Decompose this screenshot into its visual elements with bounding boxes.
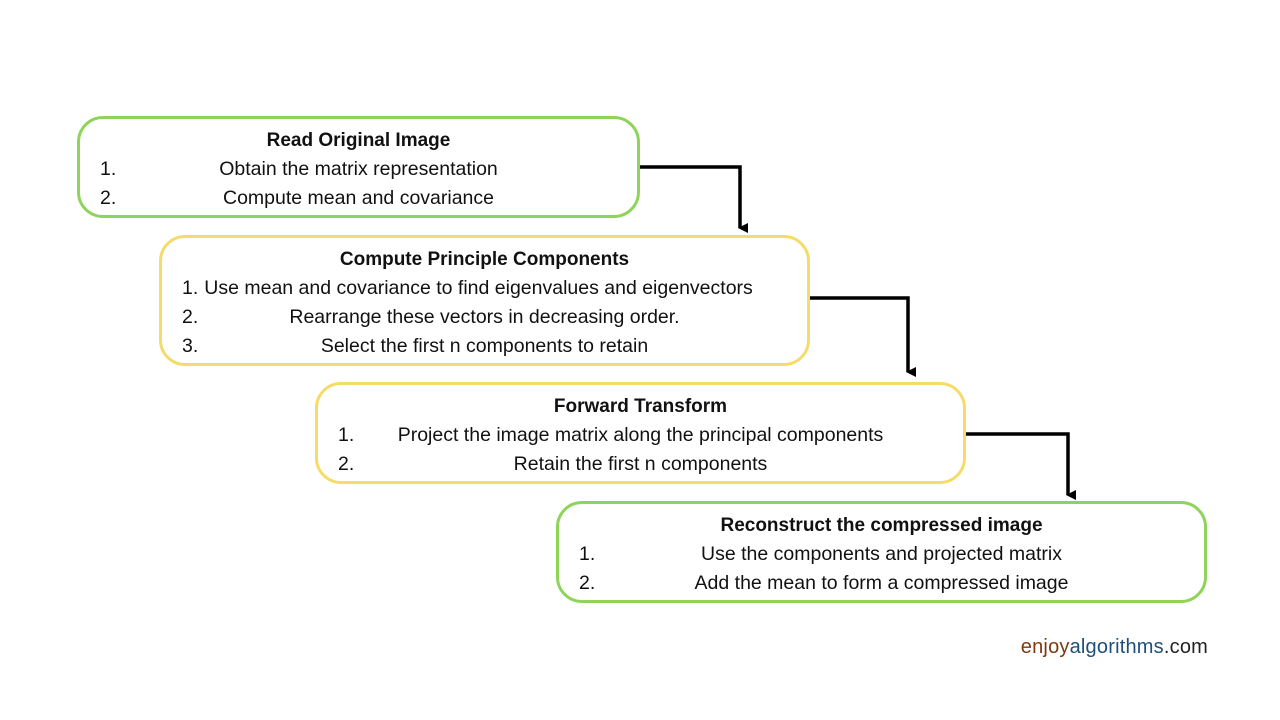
arrow-3-to-4 [966, 432, 1076, 500]
step-item: 1. Use the components and projected matr… [559, 540, 1204, 569]
step-box-forward-transform: Forward Transform 1. Project the image m… [315, 382, 966, 484]
step-item: 2. Compute mean and covariance [80, 184, 637, 213]
step-item-text: Project the image matrix along the princ… [397, 424, 884, 446]
brand-part-domain: .com [1163, 636, 1208, 658]
step-item-number: 2. [100, 187, 117, 209]
step-item-number: 1. [338, 424, 355, 446]
step-item-text: Compute mean and covariance [223, 187, 494, 209]
step-item-text: Add the mean to form a compressed image [694, 572, 1069, 594]
step-item-number: 2. [338, 453, 355, 475]
step-item: 2. Rearrange these vectors in decreasing… [162, 303, 807, 332]
step-item: 2. Retain the first n components [318, 450, 963, 479]
step-title: Forward Transform [553, 396, 728, 417]
step-box-reconstruct-compressed-image: Reconstruct the compressed image 1. Use … [556, 501, 1207, 603]
step-item: 3. Select the first n components to reta… [162, 332, 807, 361]
step-item: 1.Use mean and covariance to find eigenv… [162, 274, 807, 303]
step-item-text: Select the first n components to retain [320, 335, 649, 357]
step-item-text: Use the components and projected matrix [701, 543, 1062, 565]
step-item-number: 2. [182, 306, 199, 328]
step-item-text: Obtain the matrix representation [219, 158, 498, 180]
arrow-2-to-3 [810, 296, 916, 377]
step-box-compute-principle-components: Compute Principle Components 1.Use mean … [159, 235, 810, 366]
arrow-1-to-2 [640, 165, 748, 233]
step-item-text: Use mean and covariance to find eigenval… [204, 277, 753, 299]
brand-part-algorithms: algorithms [1069, 636, 1164, 658]
step-item: 1. Obtain the matrix representation [80, 155, 637, 184]
step-item-number: 1. [182, 277, 199, 299]
step-item: 1. Project the image matrix along the pr… [318, 421, 963, 450]
step-item-text: Retain the first n components [513, 453, 768, 475]
step-item-number: 3. [182, 335, 199, 357]
step-box-read-original-image: Read Original Image 1. Obtain the matrix… [77, 116, 640, 218]
step-title: Read Original Image [266, 130, 451, 151]
step-item-number: 2. [579, 572, 596, 594]
step-item-number: 1. [100, 158, 117, 180]
step-item: 2. Add the mean to form a compressed ima… [559, 569, 1204, 598]
step-title: Reconstruct the compressed image [720, 515, 1043, 536]
brand-part-enjoy: enjoy [1020, 636, 1070, 658]
step-title: Compute Principle Components [339, 249, 630, 270]
step-item-text: Rearrange these vectors in decreasing or… [289, 306, 680, 328]
brand-logo-text: enjoyalgorithms.com [1021, 636, 1208, 659]
step-item-number: 1. [579, 543, 596, 565]
